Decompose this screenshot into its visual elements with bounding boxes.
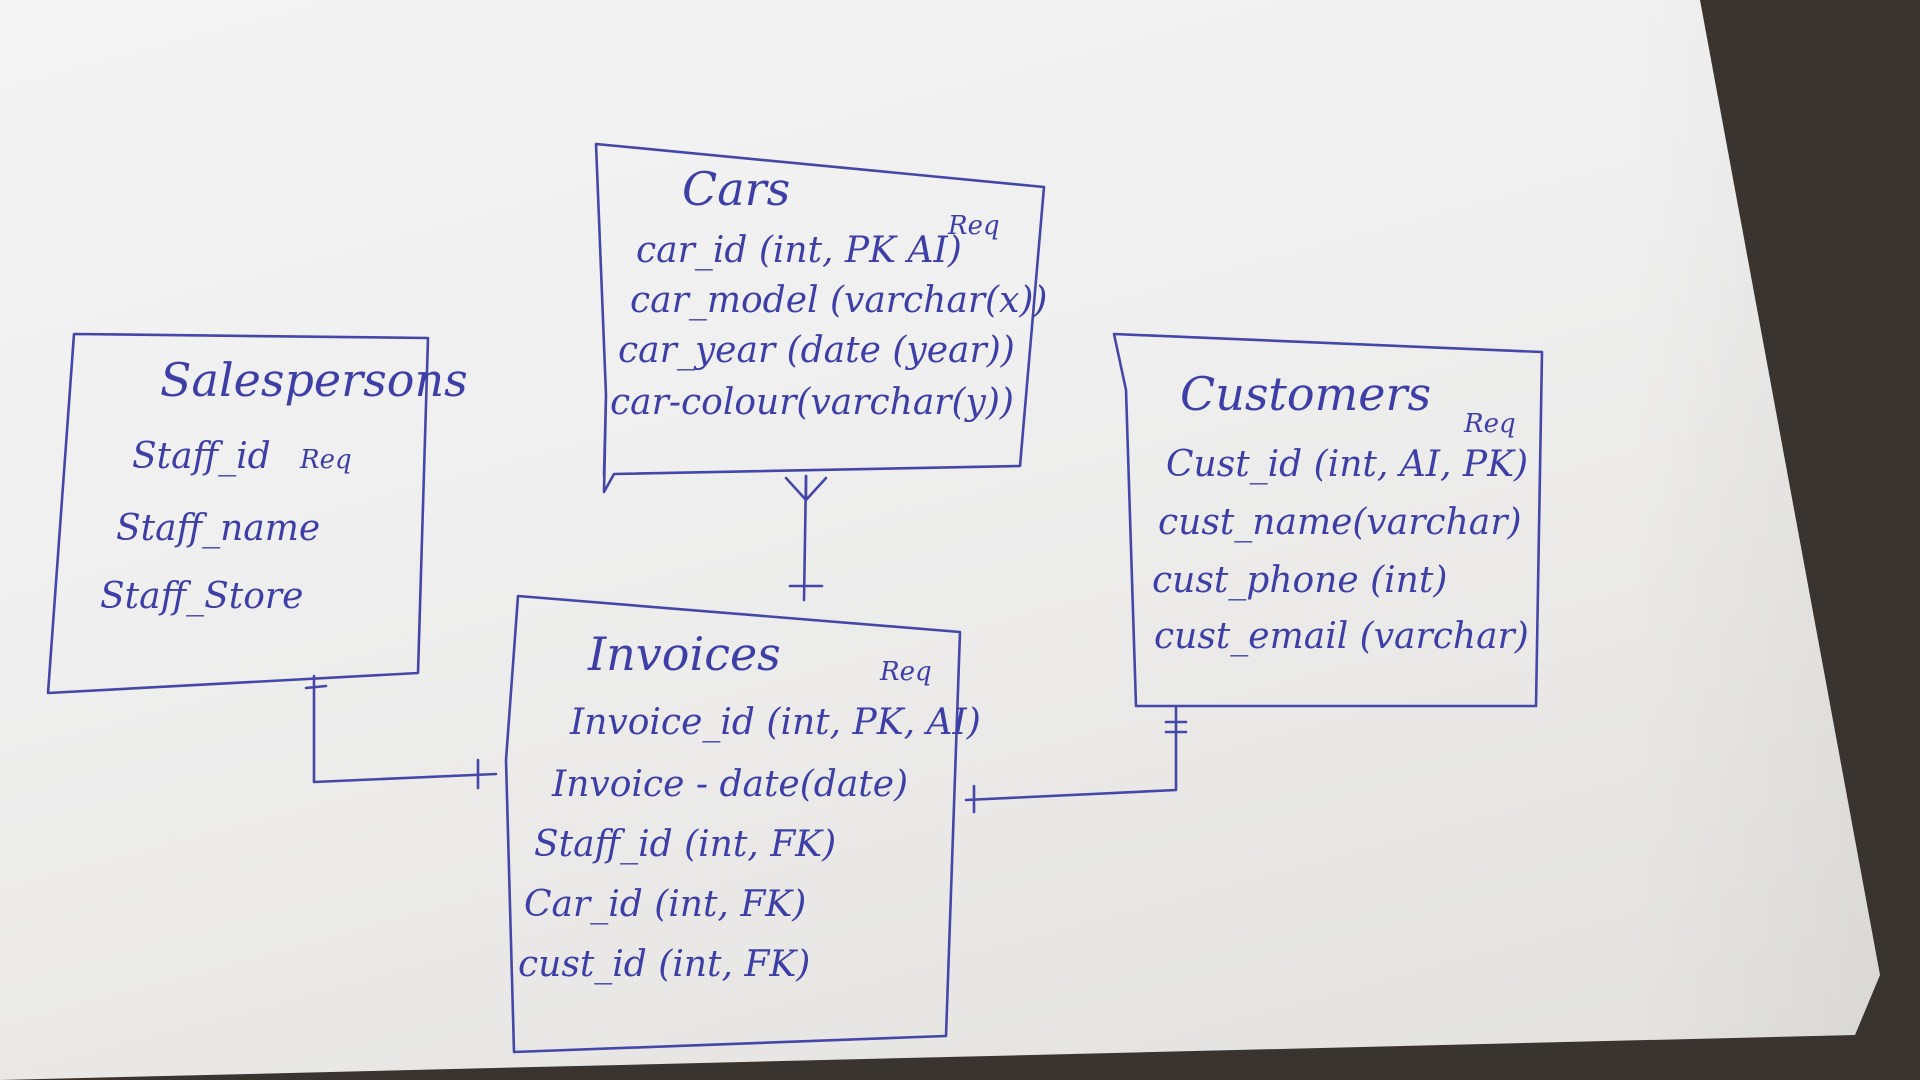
cars-attr-1: car_id (int, PK AI)	[636, 230, 962, 271]
invoices-attr-3: Staff_id (int, FK)	[534, 824, 836, 865]
customers-attr-4: cust_email (varchar)	[1154, 616, 1529, 657]
customers-invoices-line	[964, 706, 1178, 802]
cars-box	[594, 142, 1046, 494]
salespersons-attr-1: Staff_id	[132, 436, 271, 477]
invoices-title: Invoices	[587, 627, 781, 681]
customers-attr-1: Cust_id (int, AI, PK)	[1166, 444, 1528, 485]
salespersons-box	[46, 332, 430, 695]
invoices-req-label: Req	[879, 657, 932, 687]
cars-title: Cars	[682, 162, 790, 216]
cars-req-label: Req	[947, 211, 1000, 241]
salespersons-req-label: Req	[299, 445, 352, 475]
salespersons-attr-2: Staff_name	[116, 508, 320, 549]
invoices-attr-2: Invoice - date(date)	[551, 764, 908, 805]
customers-attr-2: cust_name(varchar)	[1158, 502, 1522, 543]
one-marker-salespersons	[304, 684, 328, 690]
customers-title: Customers	[1180, 367, 1431, 421]
entity-customers: Customers Req Cust_id (int, AI, PK) cust…	[1112, 332, 1544, 708]
customers-req-label: Req	[1463, 409, 1516, 439]
crow-foot-marker	[784, 474, 828, 502]
customers-box	[1112, 332, 1544, 708]
cars-attr-3: car_year (date (year))	[618, 330, 1015, 371]
invoices-attr-4: Car_id (int, FK)	[524, 884, 806, 925]
invoices-attr-1: Invoice_id (int, PK, AI)	[569, 702, 981, 743]
customers-attr-3: cust_phone (int)	[1152, 560, 1447, 601]
entity-cars: Cars Req car_id (int, PK AI) car_model (…	[594, 142, 1047, 494]
relationship-cars-invoices	[784, 474, 828, 602]
salespersons-attr-3: Staff_Store	[100, 576, 303, 617]
invoices-attr-5: cust_id (int, FK)	[518, 944, 810, 985]
entity-salespersons: Salespersons Staff_id Req Staff_name Sta…	[46, 332, 468, 695]
invoices-box	[504, 594, 962, 1054]
cars-attr-2: car_model (varchar(x))	[630, 280, 1047, 321]
relationship-salespersons-invoices	[304, 674, 498, 790]
relationship-customers-invoices	[964, 706, 1188, 814]
entity-invoices: Invoices Req Invoice_id (int, PK, AI) In…	[504, 594, 981, 1054]
salespersons-invoices-line	[312, 674, 498, 784]
one-and-only-one-marker	[1164, 720, 1188, 734]
cars-attr-4: car-colour(varchar(y))	[610, 382, 1014, 423]
salespersons-title: Salespersons	[160, 353, 468, 407]
